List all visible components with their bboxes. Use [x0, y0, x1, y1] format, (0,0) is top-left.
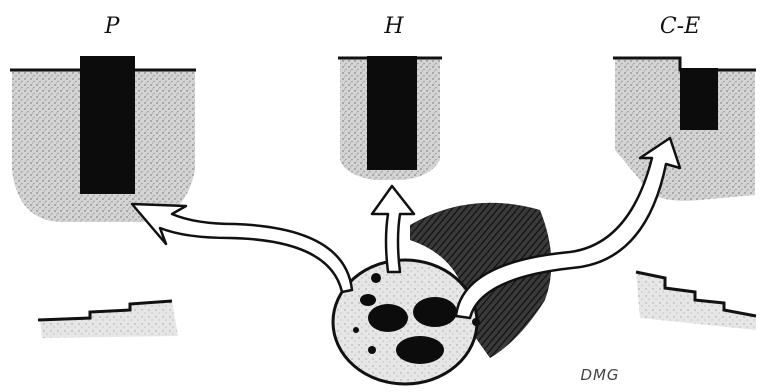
panel-label-p: P	[82, 14, 142, 39]
stairs-left	[38, 301, 178, 338]
artist-signature: DMG	[560, 366, 640, 384]
panel-h-implant-bar	[367, 56, 417, 170]
panel-p-implant-bar	[80, 56, 135, 194]
cell-dot	[353, 327, 359, 333]
panel-label-ce: C-E	[650, 14, 710, 39]
arrow-to-p	[132, 204, 352, 292]
cell-dot	[368, 346, 376, 354]
panel-ce	[613, 58, 756, 201]
cell-dot	[472, 318, 480, 326]
cell	[333, 260, 480, 384]
cell-granule	[360, 294, 376, 306]
panel-p	[10, 56, 196, 222]
panel-label-h: H	[364, 14, 424, 39]
cell-granule	[368, 304, 408, 332]
cell-dot	[371, 273, 381, 283]
panel-ce-implant-bar	[680, 68, 718, 130]
cell-granule	[396, 336, 444, 364]
stairs-right	[636, 272, 756, 330]
cell-granule	[413, 297, 457, 327]
panel-h	[338, 56, 442, 180]
